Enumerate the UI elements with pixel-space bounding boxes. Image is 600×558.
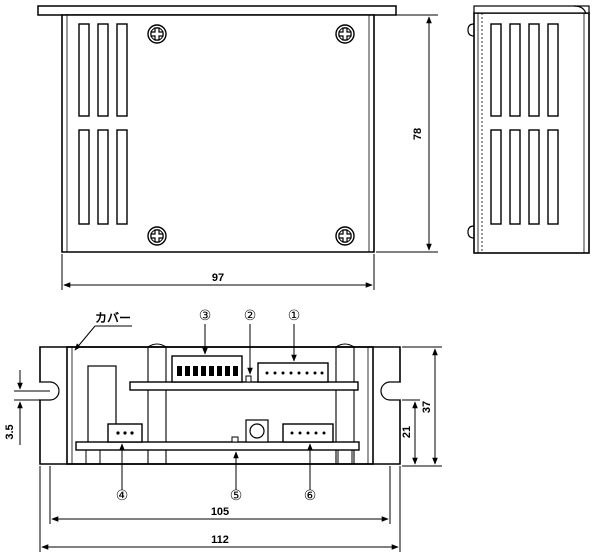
screw-icon	[147, 226, 167, 246]
lower-pcb	[75, 441, 360, 451]
front-view	[39, 343, 401, 465]
top-view-body	[61, 14, 375, 253]
callout-6: ⑥	[304, 487, 317, 503]
dim-105	[49, 466, 391, 524]
side-view	[467, 5, 590, 254]
dim-97	[61, 254, 375, 290]
top-view-flange	[37, 5, 397, 16]
callout-3: ③	[199, 307, 212, 323]
screw-icon	[335, 24, 355, 44]
upper-pcb	[129, 381, 359, 391]
led	[245, 375, 252, 383]
dim-21	[402, 399, 420, 465]
dim-112-label: 112	[211, 534, 229, 546]
callout-2: ②	[244, 307, 257, 323]
dim-78	[376, 14, 438, 253]
dim-112	[39, 466, 401, 552]
dim-21-label: 21	[401, 426, 413, 438]
connector-1	[257, 362, 329, 383]
dim-105-label: 105	[211, 506, 229, 518]
dim-78-label: 78	[412, 128, 424, 140]
screw-icon	[147, 24, 167, 44]
callout-1: ①	[288, 307, 301, 323]
front-view-cover	[66, 346, 374, 465]
dim-37-label: 37	[421, 401, 433, 413]
side-view-vent-slots	[490, 23, 559, 225]
top-view-vent-slots	[78, 23, 128, 225]
dim-3-5-label: 3.5	[4, 424, 16, 439]
dim-37	[402, 346, 442, 467]
top-view	[37, 5, 397, 253]
dim-3-5	[14, 370, 50, 445]
screw-icon	[335, 226, 355, 246]
callout-5: ⑤	[230, 487, 243, 503]
cover-label: カバー	[95, 311, 131, 325]
dim-97-label: 97	[212, 272, 224, 284]
callout-4: ④	[116, 487, 129, 503]
dip-switch	[171, 355, 243, 383]
